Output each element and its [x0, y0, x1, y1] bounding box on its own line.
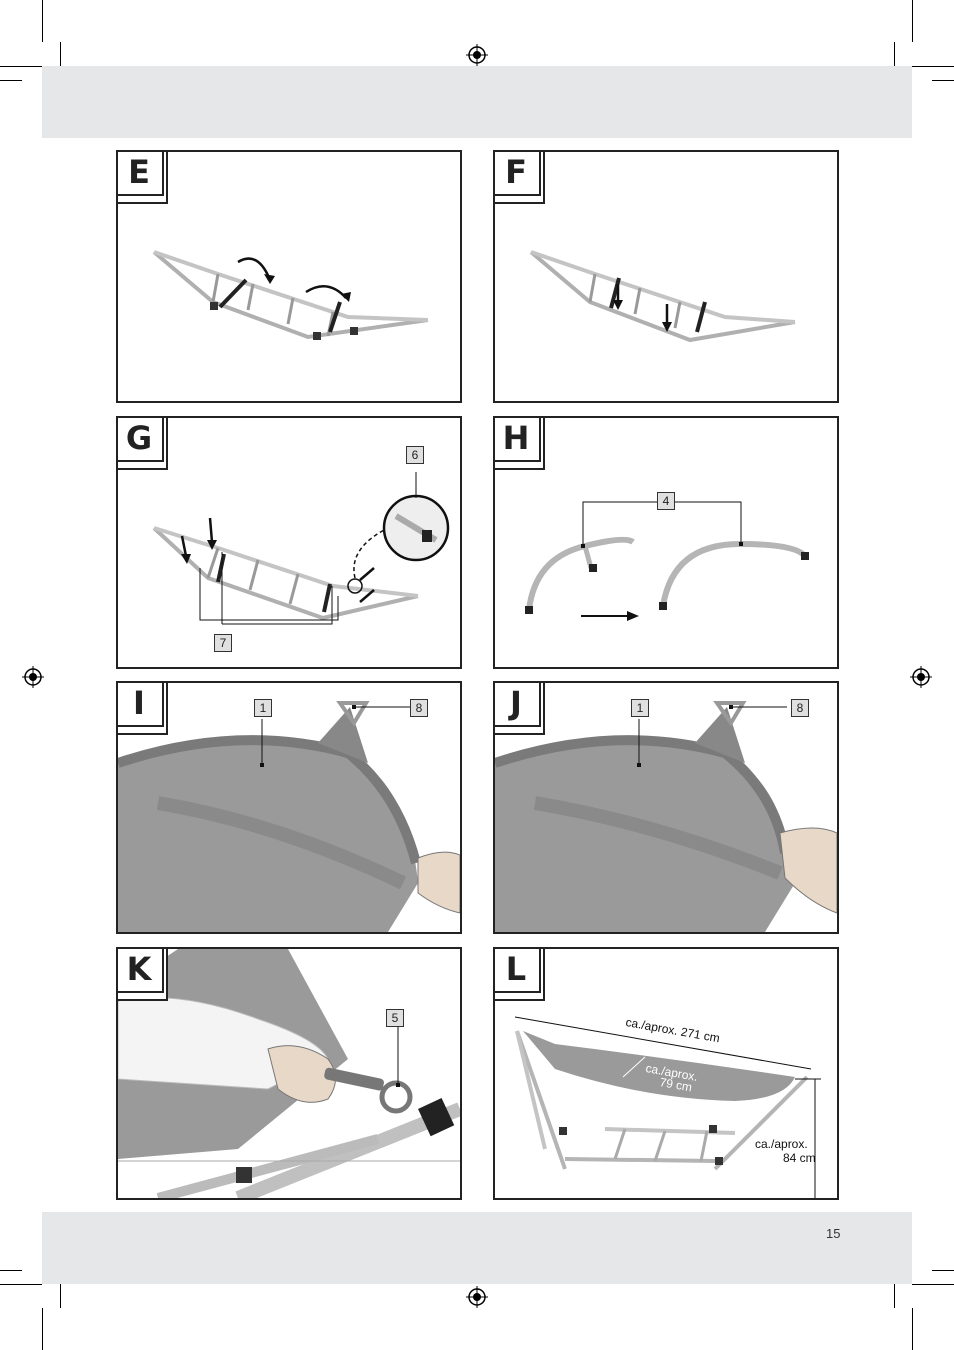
panel-letter: G	[118, 418, 164, 462]
folded-frame-illustration	[152, 250, 429, 340]
crop-mark	[912, 66, 954, 67]
panel-tab: E	[118, 152, 168, 204]
callout-1: 1	[254, 699, 272, 717]
crop-mark	[42, 0, 43, 42]
folded-frame-illustration	[152, 472, 450, 625]
panel-tab: I	[118, 683, 168, 735]
panel-j: 1 8 J	[493, 681, 839, 934]
panel-e: E	[116, 150, 462, 403]
callout-8: 8	[791, 699, 809, 717]
panel-g: 6 7 G	[116, 416, 462, 669]
crop-mark	[0, 80, 22, 81]
crop-mark	[894, 1284, 895, 1308]
crop-mark	[932, 80, 954, 81]
assembled-hammock-illustration	[514, 1016, 821, 1198]
registration-mark-icon	[22, 666, 44, 688]
registration-mark-icon	[466, 1286, 488, 1308]
fabric-attach-illustration	[495, 701, 837, 932]
panel-f: F	[493, 150, 839, 403]
folded-frame-illustration	[529, 250, 796, 343]
panel-letter: L	[495, 949, 541, 993]
panel-tab: F	[495, 152, 545, 204]
panel-tab: L	[495, 949, 545, 1001]
crop-mark	[0, 1284, 42, 1285]
panel-tab: G	[118, 418, 168, 470]
crop-mark	[894, 42, 895, 66]
crop-mark	[912, 0, 913, 42]
panel-letter: K	[118, 949, 164, 993]
height-dimension-line2: 84 cm	[783, 1151, 816, 1165]
panel-letter: E	[118, 152, 164, 196]
crop-mark	[912, 1284, 954, 1285]
crop-mark	[0, 1270, 22, 1271]
registration-mark-icon	[466, 44, 488, 66]
panel-h: 4 H	[493, 416, 839, 669]
crop-mark	[912, 1308, 913, 1350]
callout-1: 1	[631, 699, 649, 717]
panel-l: ca./aprox. 271 cm ca./aprox. 79 cm ca./a…	[493, 947, 839, 1200]
height-dimension-line1: ca./aprox.	[755, 1137, 808, 1151]
callout-6: 6	[406, 446, 424, 464]
fabric-attach-illustration	[118, 701, 460, 932]
crop-mark	[60, 1284, 61, 1308]
registration-mark-icon	[910, 666, 932, 688]
crop-mark	[60, 42, 61, 66]
panel-tab: H	[495, 418, 545, 470]
header-band	[42, 66, 912, 138]
crop-mark	[932, 1270, 954, 1271]
footer-band	[42, 1212, 912, 1284]
panel-k: 5 K	[116, 947, 462, 1200]
panel-letter: I	[118, 683, 164, 727]
callout-8: 8	[410, 699, 428, 717]
callout-5: 5	[386, 1009, 404, 1027]
carabiner-illustration	[118, 949, 460, 1198]
panel-tab: K	[118, 949, 168, 1001]
page-number: 15	[826, 1226, 841, 1241]
panel-i: 1 8 I	[116, 681, 462, 934]
panel-letter: H	[495, 418, 541, 462]
frame-arc-illustration	[525, 501, 809, 621]
callout-7: 7	[214, 634, 232, 652]
panel-letter: F	[495, 152, 541, 196]
panel-tab: J	[495, 683, 545, 735]
crop-mark	[42, 1308, 43, 1350]
panel-letter: J	[495, 683, 541, 727]
crop-mark	[0, 66, 42, 67]
callout-4: 4	[657, 492, 675, 510]
